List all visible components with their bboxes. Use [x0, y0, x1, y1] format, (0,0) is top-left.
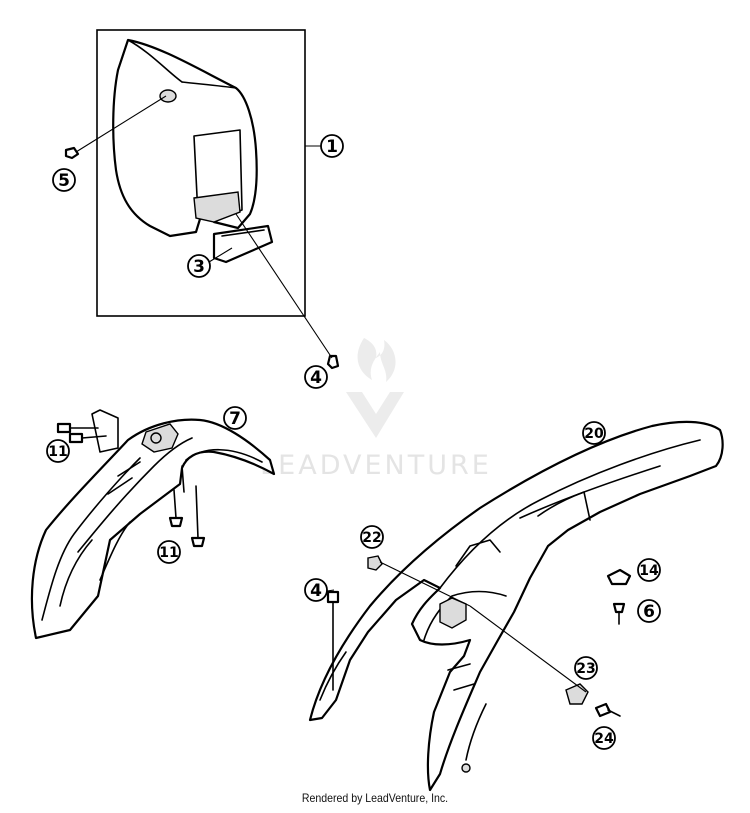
front-fender: [30, 409, 276, 640]
assembly-box: [96, 29, 306, 317]
callout-label: 22: [362, 530, 381, 546]
callout-label: 4: [310, 368, 322, 388]
callout-label: 14: [639, 563, 659, 579]
callout-20: 20: [582, 421, 606, 445]
fender-bolt-upper-2: [68, 432, 107, 444]
plate-screw-4: [326, 354, 340, 370]
screw-6: [612, 602, 626, 625]
callout-label: 23: [576, 661, 595, 677]
callout-label: 3: [193, 257, 205, 277]
footer-credit: Rendered by LeadVenture, Inc.: [301, 791, 449, 805]
callout-11-lower: 11: [157, 540, 181, 564]
rear-fender: [308, 420, 724, 792]
plate-screw-5: [64, 146, 80, 160]
watermark-text: LEADVENTURE: [260, 450, 492, 481]
callout-label: 1: [326, 137, 338, 157]
callout-24: 24: [592, 726, 616, 750]
callout-6: 6: [637, 599, 661, 623]
callout-label: 11: [48, 444, 67, 460]
nut-22: [367, 555, 383, 571]
plate-clip: [193, 191, 241, 223]
leadventure-watermark: LEADVENTURE: [260, 338, 492, 481]
number-plate: [112, 38, 258, 238]
callout-5: 5: [52, 168, 76, 192]
plate-sticker: [212, 224, 274, 264]
callout-14: 14: [637, 558, 661, 582]
spacer-23: [565, 683, 589, 705]
rear-fender-grommet: [439, 597, 467, 629]
fender-bolt-lower-1: [168, 489, 184, 528]
callout-23: 23: [574, 656, 598, 680]
callout-22: 22: [360, 525, 384, 549]
callout-label: 11: [159, 545, 178, 561]
callout-11-upper: 11: [46, 439, 70, 463]
callout-label: 20: [584, 426, 604, 442]
bolt-24: [594, 702, 621, 718]
fender-bolt-upper-1: [56, 422, 99, 434]
callout-label: 24: [594, 731, 614, 747]
callout-7: 7: [223, 406, 247, 430]
rear-fender-bolt-4: [326, 590, 340, 691]
callout-4-plate: 4: [304, 365, 328, 389]
callout-label: 5: [58, 171, 70, 191]
callout-label: 6: [643, 602, 655, 622]
number-plate-assembly: [64, 29, 340, 370]
callout-label: 4: [310, 581, 322, 601]
fender-bolt-lower-2: [190, 485, 206, 548]
bushing-14: [606, 568, 632, 586]
callout-3: 3: [187, 254, 211, 278]
plate-mounting-grommet: [159, 89, 177, 103]
callout-4-rear: 4: [304, 578, 328, 602]
callout-1: 1: [320, 134, 344, 158]
callout-label: 7: [229, 409, 241, 429]
